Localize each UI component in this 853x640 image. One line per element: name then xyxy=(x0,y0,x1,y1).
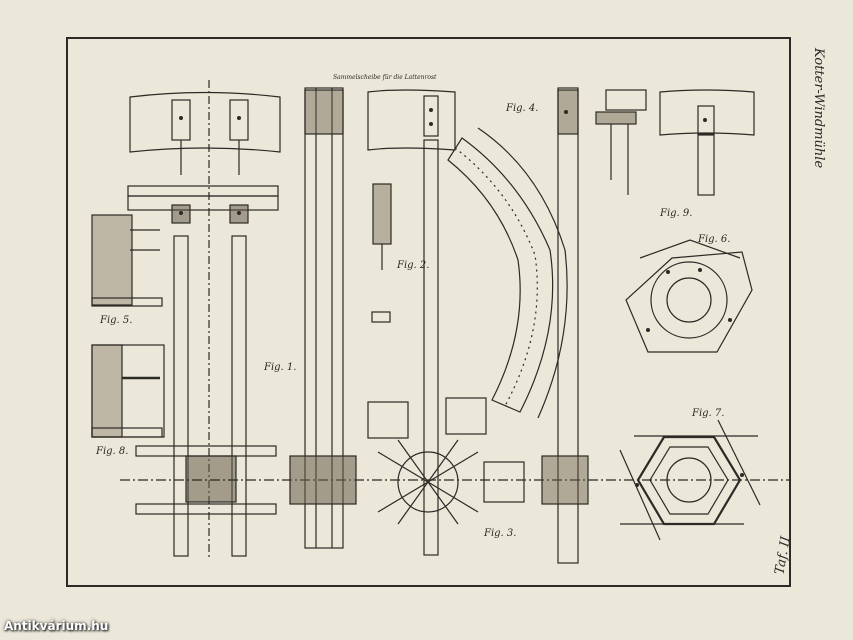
fig2-label: Fig. 2. xyxy=(397,260,430,271)
fig1-label: Fig. 1. xyxy=(264,362,297,373)
fig5-label: Fig. 5. xyxy=(100,315,133,326)
plate-title: Kotter-Windmühle xyxy=(811,48,826,169)
fig6-label: Fig. 6. xyxy=(698,234,731,245)
fig4-label: Fig. 4. xyxy=(506,103,539,114)
fig3-label: Fig. 3. xyxy=(484,528,517,539)
watermark: Antikvárium.hu xyxy=(4,619,109,633)
fig8-label: Fig. 8. xyxy=(96,446,129,457)
top-note: Sammelscheibe für die Lattenrost xyxy=(333,74,437,81)
fig7-label: Fig. 7. xyxy=(692,408,725,419)
drawing-frame xyxy=(66,37,791,587)
fig9-label: Fig. 9. xyxy=(660,208,693,219)
